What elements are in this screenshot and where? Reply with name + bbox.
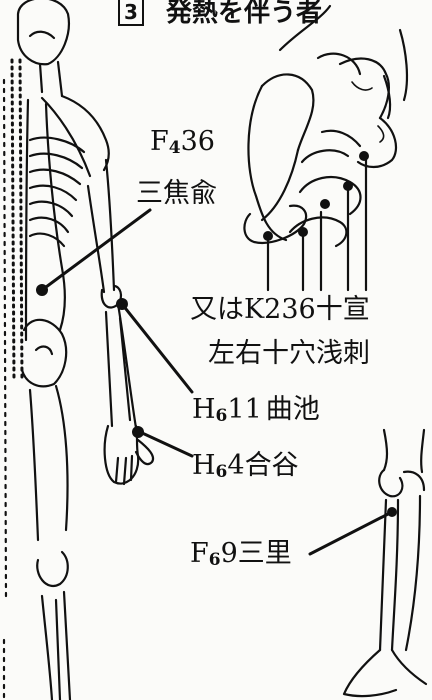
label-shallow-needling: 左右十穴浅刺	[208, 340, 370, 367]
label-h6-11: H611曲池	[192, 396, 320, 425]
leader-line-f6-9	[310, 512, 392, 554]
label-h6-4: H64合谷	[192, 452, 299, 481]
body-figure	[4, 0, 153, 700]
title-number: 3	[118, 0, 144, 26]
leg-figure	[344, 430, 426, 696]
label-k236: 又はK236十宣	[190, 296, 370, 323]
label-f6-9: F69三里	[190, 540, 292, 569]
figure-title: 3 発熱を伴う者	[118, 0, 322, 29]
label-sanjiaoshu: 三焦兪	[136, 180, 217, 207]
leader-line-h6-11	[122, 304, 192, 392]
hand-figure	[244, 6, 407, 290]
title-text: 発熱を伴う者	[166, 0, 322, 28]
label-f4-36: F436	[150, 128, 215, 157]
leader-line-h6-4	[140, 432, 192, 456]
